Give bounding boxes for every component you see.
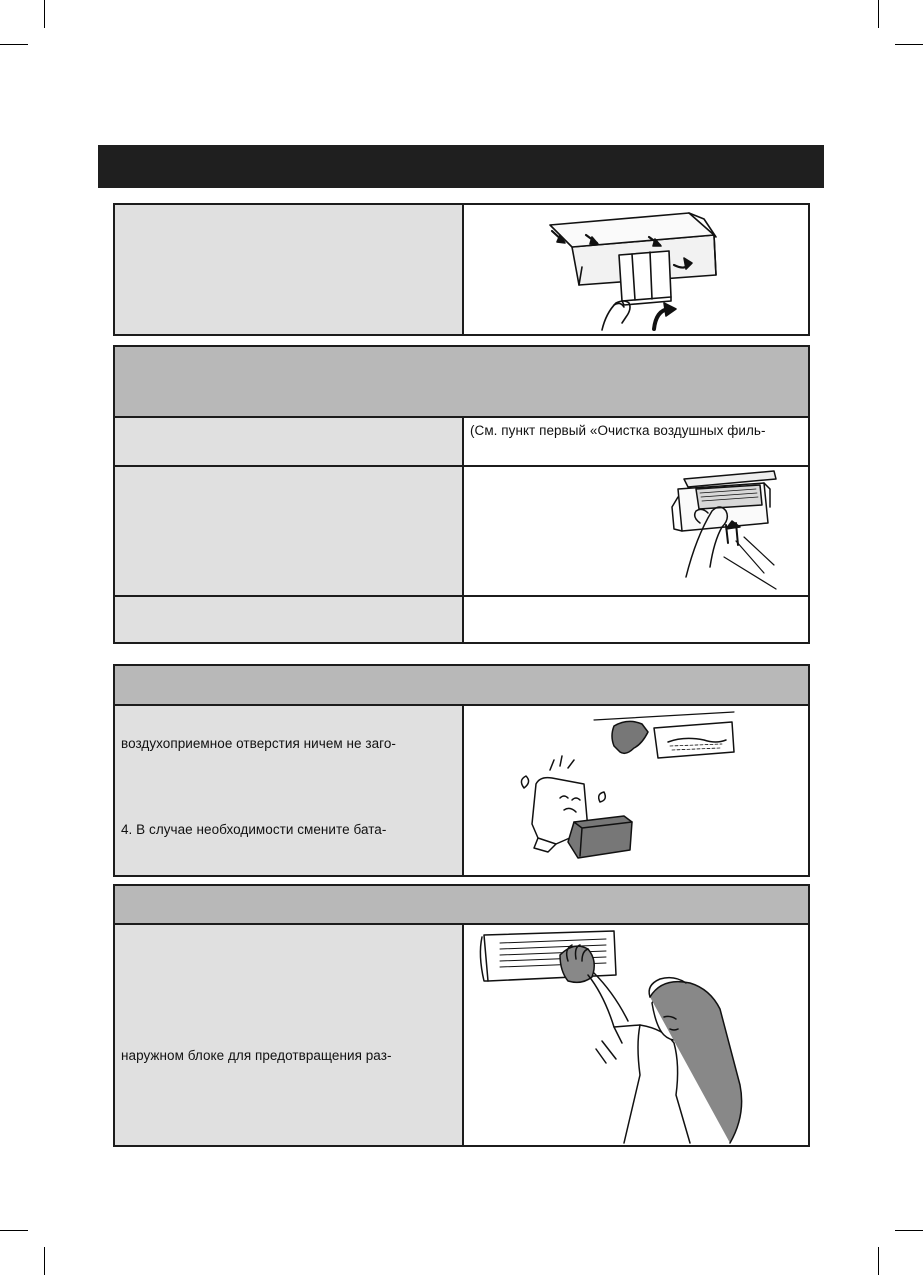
section-4-text-cell: наружном блоке для предотвращения раз- [115, 925, 464, 1145]
battery-replacement-line: 4. В случае необходимости смените бата- [121, 822, 387, 837]
section-3-text-cell: воздухоприемное отверстия ничем не заго-… [115, 706, 464, 875]
section-filter-removal [113, 203, 810, 336]
section-2-row-1-right: (См. пункт первый «Очистка воздушных фил… [464, 418, 808, 465]
crop-mark [0, 1230, 28, 1231]
section-4-title-band [115, 886, 808, 923]
woman-wiping-unit-illustration [479, 930, 743, 1144]
section-2-row-3-left [115, 597, 464, 642]
divider [115, 704, 808, 706]
section-2-title-band [115, 347, 808, 416]
section-2-row-2 [115, 467, 808, 595]
filter-cleaning-reference-text: (См. пункт первый «Очистка воздушных фил… [470, 423, 766, 438]
crop-mark [0, 44, 28, 45]
section-2-row-3 [115, 597, 808, 642]
filter-insert-hand-illustration [671, 470, 777, 590]
section-2-row-2-left [115, 467, 464, 595]
section-2-row-1-left [115, 418, 464, 465]
crop-mark [895, 44, 923, 45]
blocked-intake-cartoon-illustration [520, 711, 735, 859]
section-filter-install: (См. пункт первый «Очистка воздушных фил… [113, 345, 810, 644]
section-3-image-cell [464, 706, 808, 875]
divider [115, 465, 808, 467]
divider [115, 923, 808, 925]
section-cleaning-exterior: наружном блоке для предотвращения раз- [113, 884, 810, 1147]
page-header-bar [98, 145, 824, 188]
section-1-text-cell [115, 205, 464, 334]
crop-mark [895, 1230, 923, 1231]
section-2-row-2-right [464, 467, 808, 595]
section-2-row-3-right [464, 597, 808, 642]
section-4-content-row: наружном блоке для предотвращения раз- [115, 925, 808, 1145]
section-4-image-cell [464, 925, 808, 1145]
divider [115, 416, 808, 418]
crop-mark [878, 0, 879, 28]
section-3-title-band [115, 666, 808, 704]
crop-mark [44, 0, 45, 28]
section-2-row-1: (См. пункт первый «Очистка воздушных фил… [115, 418, 808, 465]
section-1-image-cell [464, 205, 808, 334]
crop-mark [878, 1247, 879, 1275]
crop-mark [44, 1247, 45, 1275]
section-preparation: воздухоприемное отверстия ничем не заго-… [113, 664, 810, 877]
outdoor-unit-line: наружном блоке для предотвращения раз- [121, 1048, 392, 1063]
air-intake-line: воздухоприемное отверстия ничем не заго- [121, 736, 396, 751]
indoor-unit-open-panel-illustration [549, 212, 717, 331]
divider [115, 595, 808, 597]
section-3-content-row: воздухоприемное отверстия ничем не заго-… [115, 706, 808, 875]
